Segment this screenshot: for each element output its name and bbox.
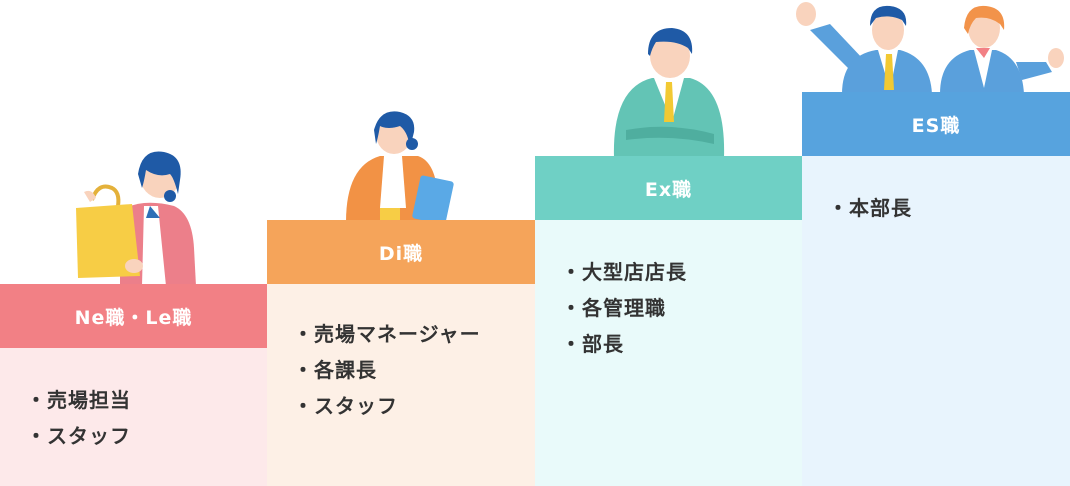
role-item: スタッフ bbox=[293, 388, 481, 424]
step-body: 売場マネージャー 各課長 スタッフ bbox=[267, 284, 535, 486]
manager-clipboard-illustration bbox=[346, 111, 454, 222]
role-list: 売場マネージャー 各課長 スタッフ bbox=[293, 316, 481, 424]
step-title: ES職 bbox=[802, 92, 1070, 156]
role-list: 大型店店長 各管理職 部長 bbox=[561, 254, 687, 362]
step-ex: Ex職 大型店店長 各管理職 部長 bbox=[535, 156, 802, 486]
step-title: Ex職 bbox=[535, 156, 802, 220]
step-body: 本部長 bbox=[802, 156, 1070, 486]
role-list: 本部長 bbox=[828, 190, 912, 226]
step-es: ES職 本部長 bbox=[802, 92, 1070, 486]
step-di: Di職 売場マネージャー 各課長 スタッフ bbox=[267, 220, 535, 486]
step-body: 大型店店長 各管理職 部長 bbox=[535, 220, 802, 486]
executive-illustration bbox=[613, 28, 725, 158]
role-item: 売場マネージャー bbox=[293, 316, 481, 352]
role-item: 売場担当 bbox=[26, 382, 131, 418]
step-body: 売場担当 スタッフ bbox=[0, 348, 267, 486]
headquarters-team-illustration bbox=[796, 2, 1064, 94]
role-list: 売場担当 スタッフ bbox=[26, 382, 131, 454]
step-ne-le: Ne職・Le職 売場担当 スタッフ bbox=[0, 284, 267, 486]
role-item: 各管理職 bbox=[561, 290, 687, 326]
shopping-staff-illustration bbox=[76, 151, 196, 286]
role-item: 各課長 bbox=[293, 352, 481, 388]
role-item: スタッフ bbox=[26, 418, 131, 454]
role-item: 部長 bbox=[561, 326, 687, 362]
role-item: 大型店店長 bbox=[561, 254, 687, 290]
role-item: 本部長 bbox=[828, 190, 912, 226]
step-title: Di職 bbox=[267, 220, 535, 284]
step-title: Ne職・Le職 bbox=[0, 284, 267, 348]
